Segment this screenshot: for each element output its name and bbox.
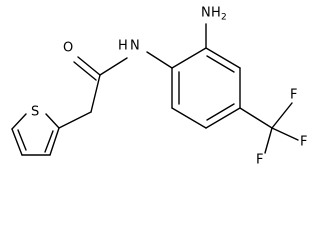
amide-hydrogen-label: H: [118, 39, 128, 54]
sulfur-label: S: [31, 105, 39, 120]
bond-b4-b5-inner: [206, 103, 235, 121]
bond-b4-cf3: [239, 107, 273, 129]
bond-b2-b3: [205, 47, 241, 69]
amine-nitrogen-label: N: [201, 6, 211, 21]
bond-carbonyl-o-double: [73, 61, 97, 81]
bond-carbonyl-o: [77, 56, 101, 76]
structure-diagram: O N H N H 2 S F F F: [11, 6, 307, 168]
bond-b1-b2: [171, 47, 207, 69]
fluorine-bottom-label: F: [256, 153, 263, 168]
bond-cf3-f-bottom: [264, 127, 273, 154]
bond-cf3-f-right: [271, 127, 299, 141]
oxygen-label: O: [63, 41, 73, 56]
bond-b4-b5: [205, 107, 241, 129]
bond-c4-c5: [11, 128, 23, 156]
fluorine-top-label: F: [290, 88, 297, 103]
fluorine-right-label: F: [300, 135, 307, 150]
bond-c2-ch2: [58, 111, 92, 129]
bond-n-ring: [146, 51, 173, 69]
bond-ch2-carbonyl: [90, 74, 101, 113]
bond-s-c2: [45, 113, 60, 129]
bond-c2-c3: [49, 127, 60, 156]
bond-carbonyl-n: [99, 57, 128, 76]
bond-b5-b6: [171, 107, 207, 129]
bond-c4-c5-inner: [17, 129, 27, 151]
bond-c5-s: [11, 113, 27, 130]
amide-nitrogen-label: N: [130, 39, 140, 54]
molecule-svg: O N H N H 2 S F F F: [11, 6, 307, 168]
bond-cf3-f-top: [271, 102, 293, 129]
bond-c2-c3-inner: [44, 130, 54, 153]
bond-b2-b3-inner: [206, 55, 235, 73]
amine-subscript-label: 2: [221, 13, 227, 23]
amine-hydrogen-label: H: [211, 6, 221, 21]
